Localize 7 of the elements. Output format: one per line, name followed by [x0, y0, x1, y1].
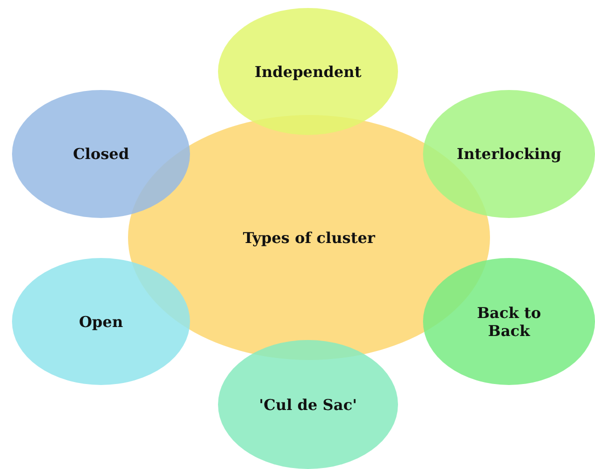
ellipse-label: Back to Back: [476, 304, 542, 340]
ellipse-label: Open: [78, 312, 123, 330]
ellipse-label: Types of cluster: [242, 228, 376, 246]
ellipse-label: Independent: [254, 62, 362, 80]
ellipse-label: Interlocking: [456, 145, 562, 163]
ellipse-label: Closed: [72, 145, 130, 163]
ellipse-label: 'Cul de Sac': [259, 396, 357, 414]
